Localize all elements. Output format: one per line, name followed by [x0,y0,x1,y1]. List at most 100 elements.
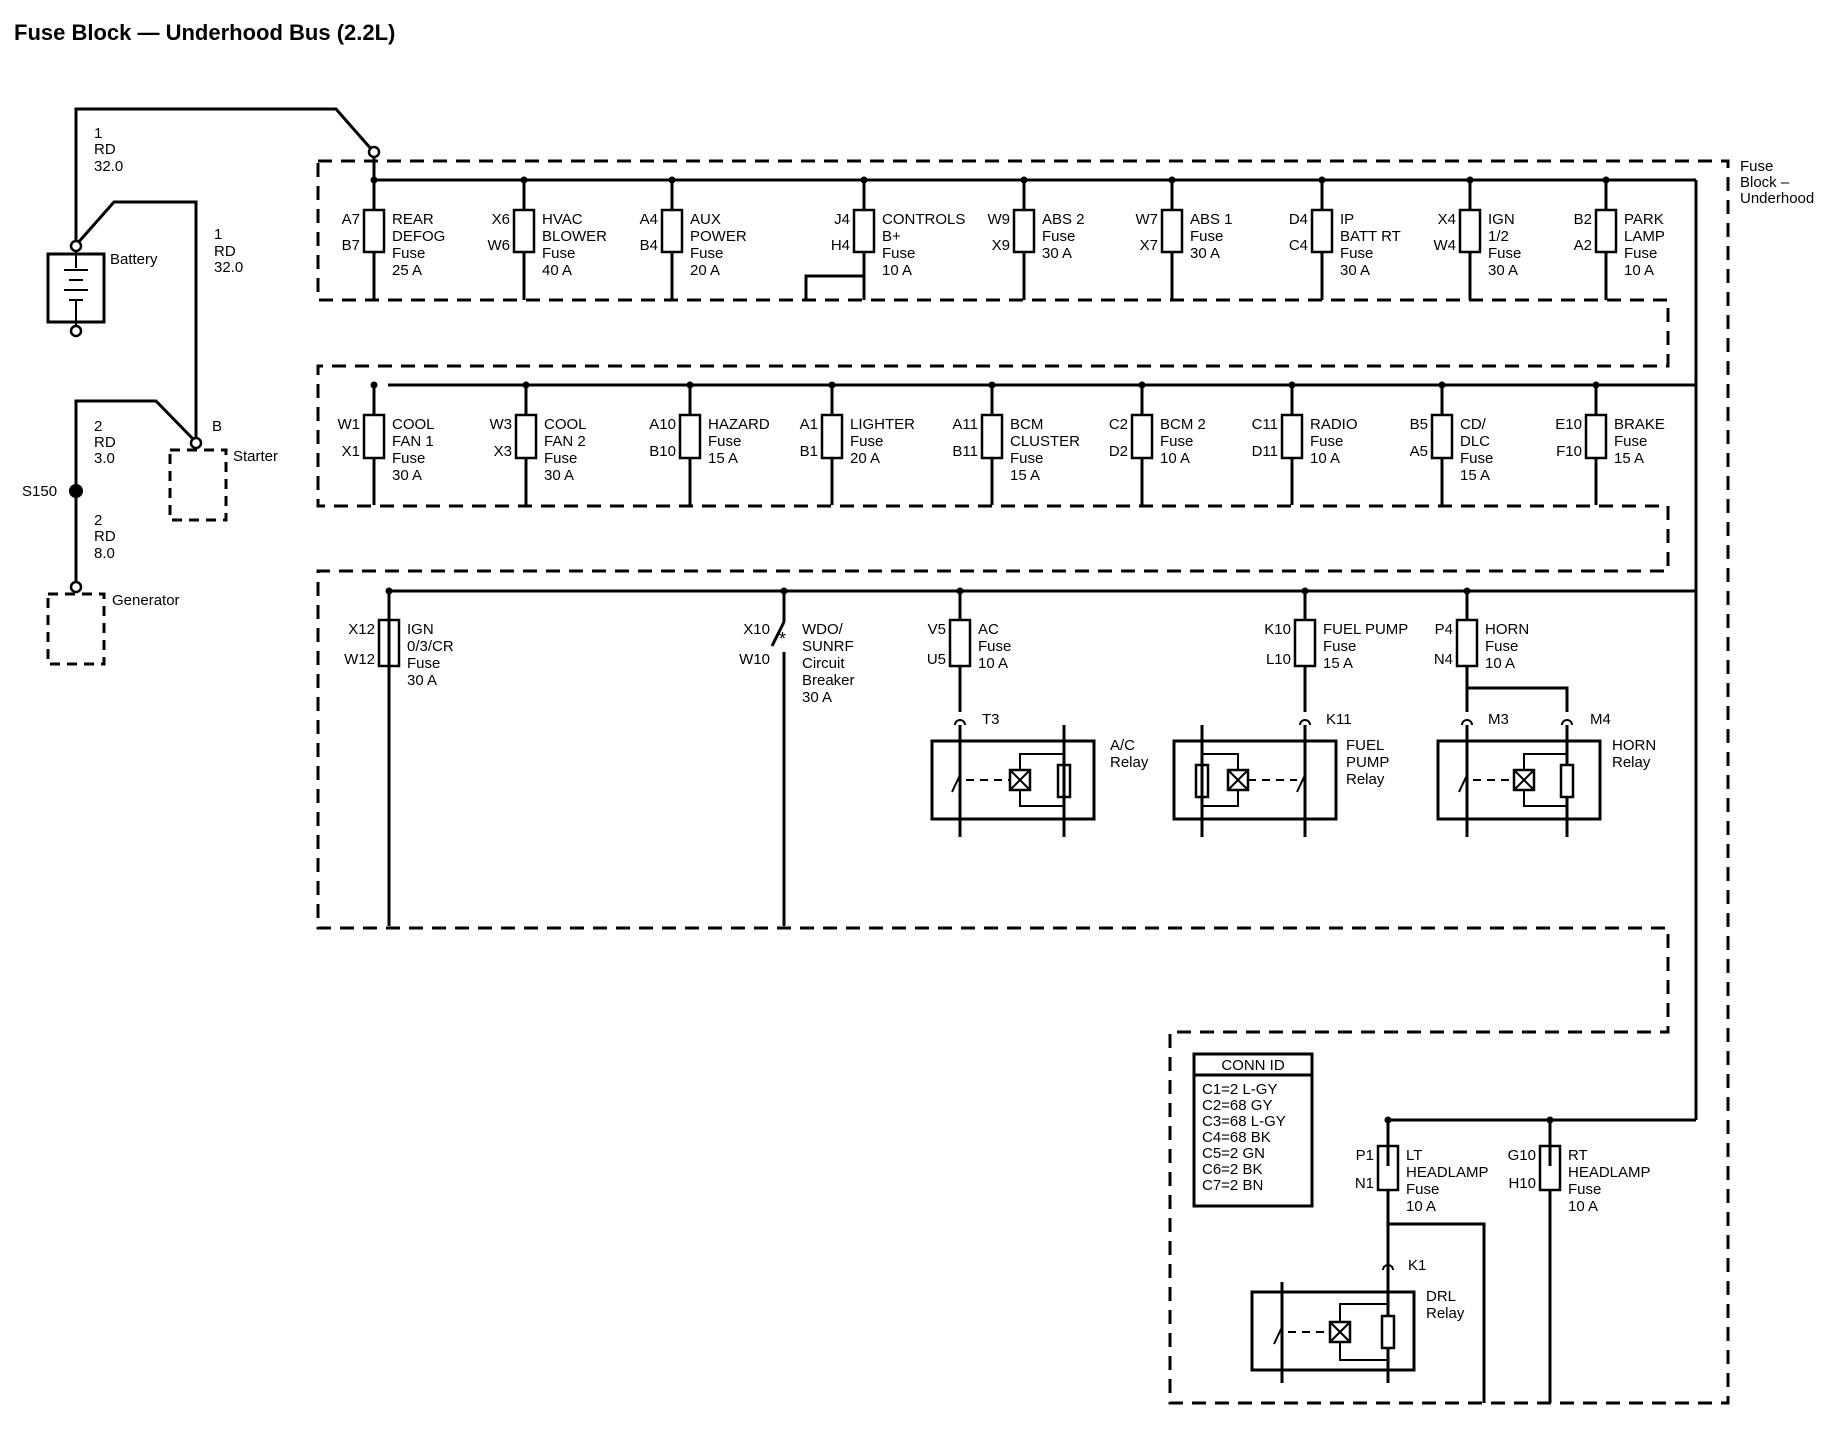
fuse-block-label: Fuse Block – Underhood [1740,158,1814,207]
fuse-label-line: 10 A [882,262,912,279]
fuse-pin-bottom: A5 [1410,443,1428,460]
fuse-label-line: 25 A [392,262,422,279]
fuse-label-line: 10 A [1310,450,1340,467]
fuse-label-line: B+ [882,228,901,245]
fuse-label-line: Fuse [542,245,575,262]
fuse-pin-bottom: B10 [649,443,676,460]
battery-label: Battery [110,251,158,268]
fuse-pin-top: G10 [1508,1147,1536,1164]
fuse-label-line: IP [1340,211,1354,228]
fuse-label-line: Fuse [1568,1181,1601,1198]
fuse-pin-top: J4 [834,211,850,228]
fuse-label-line: Circuit [802,655,845,672]
fuse-label-line: ABS 2 [1042,211,1085,228]
generator-label: Generator [112,592,180,609]
fuse-label-line: POWER [690,228,747,245]
fuse-pin-top: D4 [1289,211,1308,228]
fuse-pin-bottom: B11 [952,443,978,460]
fuel-pump-relay [1172,719,1338,837]
fuse-pin-bottom: A2 [1574,237,1592,254]
fuse-label-line: Fuse [1488,245,1521,262]
fuse-label-line: WDO/ [802,621,844,638]
source-wiring [74,107,1698,1122]
fuse-label-line: Fuse [1160,433,1193,450]
fuse-label-line: RT [1568,1147,1588,1164]
fuse-label-line: HAZARD [708,416,770,433]
fuse-pin-bottom: D11 [1252,443,1278,460]
fuse-label-line: 10 A [1485,655,1515,672]
fuse-pin-top: W1 [338,416,361,433]
fuse-block-outline [316,159,1730,1405]
fuse-label-line: 15 A [708,450,738,467]
fuse-pin-bottom: F10 [1556,443,1582,460]
fuse-label-line: BRAKE [1614,416,1665,433]
svg-text:2: 2 [94,418,102,435]
fuse-label-line: Fuse [544,450,577,467]
fuse-pin-top: E10 [1555,416,1582,433]
fuse-label-line: DEFOG [392,228,445,245]
horn-relay [1436,719,1602,837]
svg-text:32.0: 32.0 [94,158,123,175]
horn-relay-label: HORN Relay M3 M4 [1488,711,1656,771]
fuse-label-line: COOL [544,416,587,433]
battery [46,239,106,338]
fuse-pin-top: X4 [1438,211,1456,228]
svg-text:Fuse: Fuse [1740,158,1773,175]
ac-relay-label: A/C Relay T3 [982,711,1149,771]
fuse-label-line: Fuse [1010,450,1043,467]
fuse-label-line: 15 A [1614,450,1644,467]
fuse-pin-top: A10 [649,416,676,433]
fuse-label-line: LAMP [1624,228,1665,245]
svg-text:RD: RD [214,243,236,260]
fuse-label-line: Fuse [407,655,440,672]
svg-text:HORN: HORN [1612,737,1656,754]
fuse-label-line: 40 A [542,262,572,279]
svg-text:A/C: A/C [1110,737,1135,754]
ac-relay [930,719,1096,837]
fuse-label-line: HEADLAMP [1406,1164,1489,1181]
wire-label-w1: 1 RD 32.0 [94,125,123,175]
svg-text:M4: M4 [1590,711,1611,728]
drl-relay-label: DRL Relay K1 [1408,1257,1465,1322]
svg-text:32.0: 32.0 [214,259,243,276]
fuse-label-line: Fuse [392,245,425,262]
fuse-label-line: Fuse [1340,245,1373,262]
fuse-label-line: Fuse [690,245,723,262]
conn-id-header: CONN ID [1221,1057,1285,1074]
starter-pin: B [212,418,222,435]
fuse-label-line: Fuse [1624,245,1657,262]
fuse-pin-bottom: X9 [992,237,1010,254]
splice-label: S150 [22,483,57,500]
fuse-pin-top: W9 [988,211,1011,228]
fuse-label-line: Fuse [1323,638,1356,655]
fuse-label-line: Fuse [978,638,1011,655]
fuse-block-input-terminal [367,145,381,159]
fuse-pin-top: X10 [743,621,770,638]
fuse-label-line: SUNRF [802,638,854,655]
fuse-label-line: COOL [392,416,435,433]
svg-text:PUMP: PUMP [1346,754,1389,771]
fuse-label-line: Fuse [1614,433,1647,450]
fuse-label-line: CLUSTER [1010,433,1080,450]
fuse-pin-bottom: B7 [342,237,360,254]
fuse-pin-bottom: N1 [1355,1175,1374,1192]
fuse-pin-top: C11 [1252,416,1278,433]
starter [168,436,228,522]
fuse-pin-top: W7 [1136,211,1159,228]
svg-text:Relay: Relay [1612,754,1651,771]
svg-text:C2=68 GY: C2=68 GY [1202,1097,1272,1114]
fuse-label-line: HEADLAMP [1568,1164,1651,1181]
svg-text:C6=2 BK: C6=2 BK [1202,1161,1262,1178]
